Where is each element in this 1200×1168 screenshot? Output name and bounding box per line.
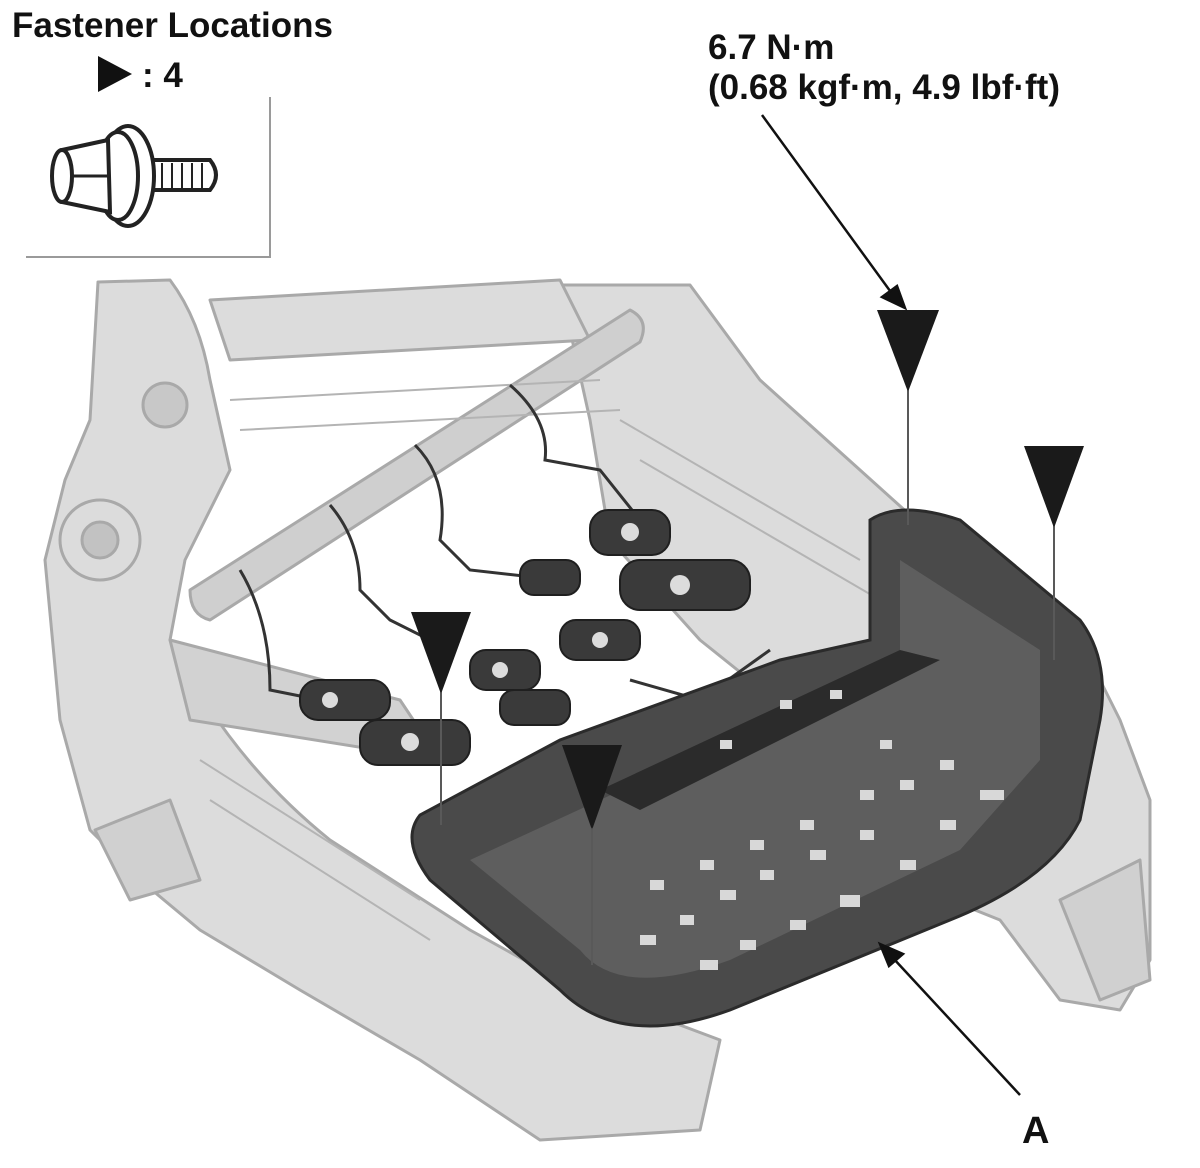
- torque-leader-arrow: [760, 114, 908, 311]
- fastener-marker-1: [877, 310, 939, 392]
- pan-slots: [640, 690, 1004, 970]
- part-a-label: A: [1022, 1110, 1050, 1152]
- left-side-frame: [43, 278, 722, 1142]
- front-left-bracket: [93, 798, 202, 902]
- seat-pan-a: [410, 508, 1104, 1028]
- rear-pivot-boss: [141, 381, 189, 429]
- part-a-leader-arrow: [877, 941, 1021, 1096]
- flange-bolt-icon: [50, 124, 218, 228]
- fastener-marker-3: [411, 612, 471, 694]
- torque-spec-line1: 6.7 N·m: [708, 28, 835, 67]
- torque-spec-line2: (0.68 kgf·m, 4.9 lbf·ft): [708, 68, 1060, 107]
- fastener-locations-title: Fastener Locations: [12, 6, 333, 45]
- triangle-pointer-icon: [98, 56, 132, 92]
- fastener-legend-box: [26, 97, 271, 258]
- top-crossmember: [208, 278, 592, 362]
- rear-tube: [188, 308, 645, 622]
- fastener-marker-2: [1024, 446, 1084, 528]
- fastener-marker-4: [562, 745, 622, 830]
- front-right-bracket: [1058, 858, 1152, 1002]
- fastener-count-label: : 4: [142, 56, 183, 95]
